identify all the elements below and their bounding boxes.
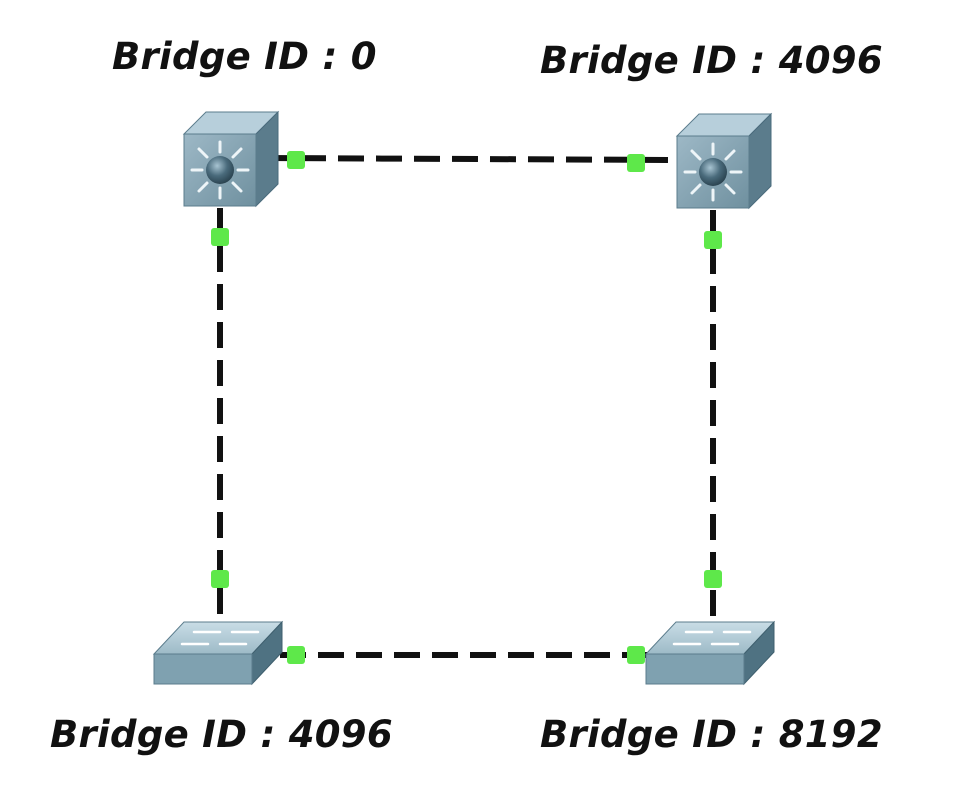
port-status-icon: [704, 570, 722, 588]
multilayer-switch-icon[interactable]: [675, 112, 773, 210]
bridge-id-label-top-left: Bridge ID : 0: [112, 35, 377, 78]
links: [217, 155, 716, 658]
port-status-icon: [627, 646, 645, 664]
port-status-icon: [287, 151, 305, 169]
access-switch-icon[interactable]: [644, 620, 776, 686]
access-switch-icon[interactable]: [152, 620, 284, 686]
port-status-icon: [704, 231, 722, 249]
port-status-icon: [211, 570, 229, 588]
port-status-icon: [211, 228, 229, 246]
port-indicators: [211, 151, 722, 664]
multilayer-switch-icon[interactable]: [182, 110, 280, 208]
port-status-icon: [627, 154, 645, 172]
link-top[interactable]: [261, 155, 678, 163]
port-status-icon: [287, 646, 305, 664]
bridge-id-label-bottom-right: Bridge ID : 8192: [540, 713, 883, 756]
bridge-id-label-bottom-left: Bridge ID : 4096: [50, 713, 393, 756]
bridge-id-label-top-right: Bridge ID : 4096: [540, 39, 883, 82]
